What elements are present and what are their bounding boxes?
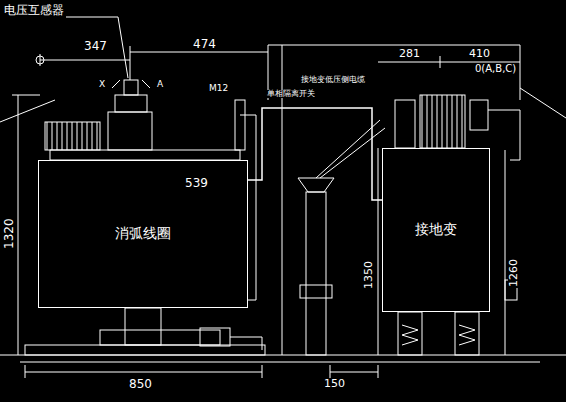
node-label: 接地变 — [415, 221, 457, 239]
arc-coil-parts — [142, 80, 150, 88]
dimension-lines — [378, 62, 520, 63]
dimension-lines — [378, 365, 379, 378]
dimension-lines — [40, 60, 130, 61]
dimension-text: 539 — [184, 177, 209, 189]
dimension-text: 1260 — [508, 258, 519, 288]
arc-coil-parts — [235, 100, 245, 150]
part-label: X — [98, 80, 106, 89]
frame-lines — [268, 45, 520, 46]
frame-lines — [0, 100, 55, 122]
grounding-transformer-parts — [395, 100, 415, 148]
dimension-lines — [25, 365, 26, 378]
arc-suppression-coil: 消弧线圈 — [38, 160, 248, 308]
pole — [316, 120, 380, 178]
pole — [306, 192, 326, 355]
arc-coil-parts — [200, 328, 230, 346]
part-label: A — [156, 80, 164, 89]
pole — [300, 285, 332, 298]
dimension-lines — [330, 372, 378, 373]
dimension-lines — [378, 148, 379, 355]
arc-coil-parts — [108, 112, 152, 150]
frame-lines — [520, 45, 521, 100]
grounding-transformer-parts — [455, 312, 479, 355]
dimension-text: 410 — [468, 48, 491, 59]
dimension-lines — [130, 52, 268, 53]
pole — [320, 128, 385, 178]
dimension-lines — [262, 365, 263, 378]
dimension-text: 347 — [83, 40, 108, 52]
dimension-lines — [505, 150, 506, 355]
grounding-transformer-parts — [420, 95, 465, 148]
arc-coil-parts — [115, 95, 147, 112]
dimension-text: 474 — [192, 38, 217, 50]
grounding-transformer-parts — [470, 100, 488, 130]
cable-connector — [248, 108, 382, 200]
dimension-text: 0(A,B,C) — [474, 64, 517, 74]
dimension-lines — [130, 46, 131, 80]
part-label: 接地变低压侧电缆 — [300, 76, 366, 84]
dimension-lines — [12, 95, 40, 96]
pole — [298, 178, 334, 192]
arc-coil-parts — [125, 308, 161, 345]
dimension-text: 281 — [398, 48, 421, 59]
arc-coil-parts — [124, 80, 138, 95]
arc-coil-parts — [25, 80, 265, 355]
part-label: 电压互感器 — [3, 4, 65, 16]
arc-coil-parts — [230, 337, 262, 350]
grounding-transformer: 接地变 — [382, 148, 490, 312]
dimension-lines — [330, 365, 331, 378]
frame-lines — [520, 88, 566, 118]
dimension-lines — [25, 372, 262, 373]
dimension-lines — [18, 95, 19, 355]
dimension-lines — [66, 17, 128, 78]
part-label: M12 — [208, 84, 229, 93]
dimension-text: 1350 — [363, 260, 374, 290]
arc-coil-parts — [25, 345, 265, 355]
frame-lines — [20, 362, 540, 363]
grounding-transformer-parts — [459, 325, 475, 345]
dimension-text: 850 — [128, 378, 153, 390]
dimension-text: 150 — [323, 378, 346, 389]
arc-coil-parts — [112, 80, 120, 88]
dimension-text: 1320 — [3, 217, 15, 250]
arc-coil-parts — [45, 122, 100, 150]
frame-lines — [0, 45, 566, 362]
dimension-lines — [440, 56, 441, 68]
arc-coil-parts — [100, 330, 220, 345]
grounding-transformer-parts — [402, 325, 418, 345]
part-label: 单相隔离开关 — [266, 90, 316, 98]
dimension-lines — [36, 56, 44, 64]
node-label: 消弧线圈 — [115, 225, 171, 243]
grounding-transformer-parts — [488, 110, 520, 160]
dimension-lines — [12, 17, 520, 378]
grounding-transformer-parts — [398, 312, 422, 355]
arc-coil-parts — [50, 150, 240, 160]
